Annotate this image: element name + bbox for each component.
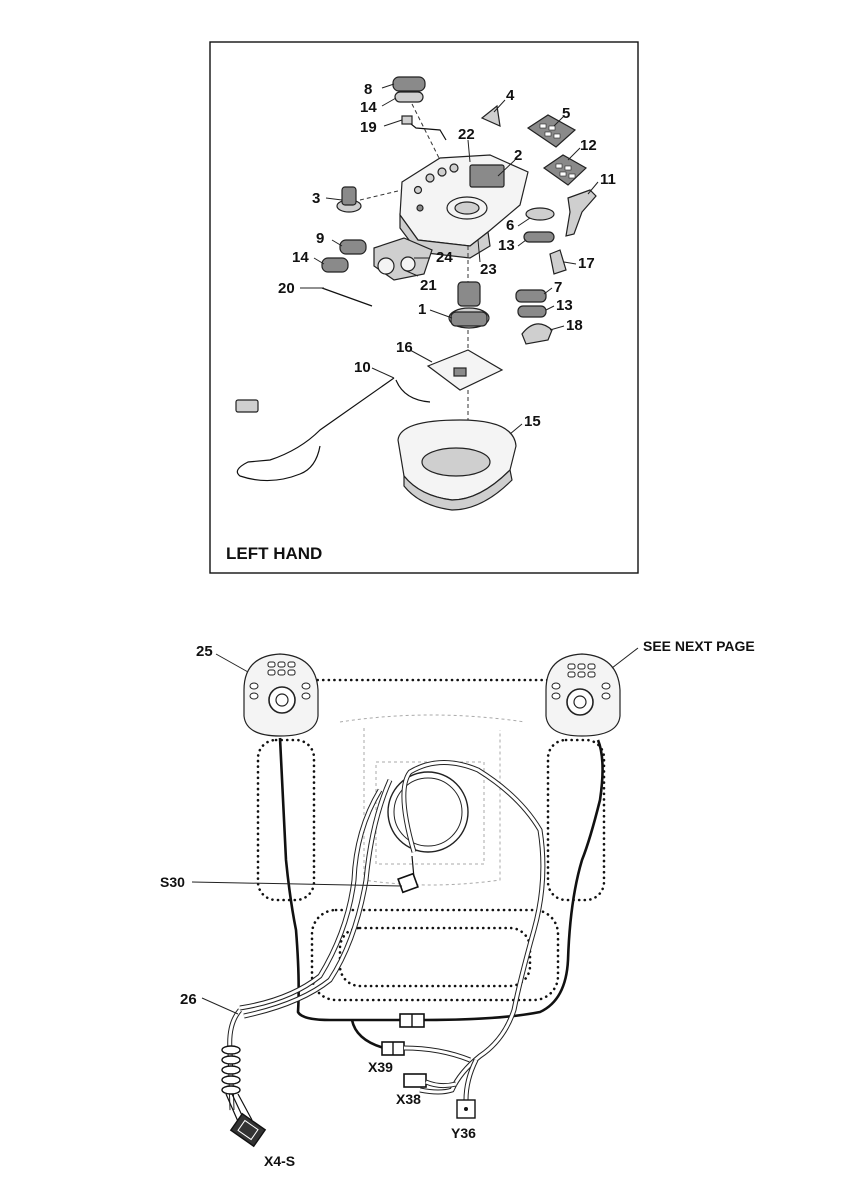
leader-s30 <box>191 881 403 887</box>
x4s-connector <box>229 1112 267 1148</box>
seat-inner-outline <box>338 926 532 988</box>
part-11-bracket <box>565 189 597 237</box>
part-20-harness <box>321 287 373 307</box>
callout-18: 18 <box>566 317 583 334</box>
panel-frame <box>209 41 639 574</box>
seat-ring-inner <box>393 777 463 847</box>
callout-labels: 8 14 19 4 5 22 2 12 11 3 6 13 9 14 24 21… <box>278 81 616 430</box>
x38-label: X38 <box>396 1091 421 1107</box>
x39-label: X39 <box>368 1059 393 1075</box>
x4s-label: X4-S <box>264 1153 295 1169</box>
callout-1: 1 <box>418 301 426 318</box>
left-control-pod <box>243 653 319 737</box>
part-16-circuit-board <box>426 349 504 420</box>
callout-leaders <box>300 83 599 435</box>
callout-15: 15 <box>524 413 541 430</box>
seat-base-outline <box>310 908 560 1002</box>
part-10-plug <box>235 399 259 413</box>
part-12-keypad <box>542 154 588 186</box>
callout-2: 2 <box>514 147 522 164</box>
callout-25: 25 <box>196 643 213 660</box>
x39-branch <box>350 1019 385 1050</box>
callout-14-top: 14 <box>360 99 377 116</box>
part-3-knob <box>336 186 403 213</box>
cable-26 <box>221 1008 253 1127</box>
callout-17: 17 <box>578 255 595 272</box>
part-17-clip <box>549 249 567 275</box>
part-14-grip <box>321 257 349 273</box>
callout-6: 6 <box>506 217 514 234</box>
leader-see-next-page <box>611 647 639 669</box>
callout-9: 9 <box>316 230 324 247</box>
part-21-joystick-mount <box>373 237 433 281</box>
panel-title: LEFT HAND <box>226 544 322 563</box>
right-armrest-outline <box>546 738 606 902</box>
left-armrest-outline <box>256 738 316 902</box>
right-control-pod <box>545 653 621 737</box>
callout-24: 24 <box>436 249 453 266</box>
callout-21: 21 <box>420 277 437 294</box>
left-hand-exploded-view: 8 14 19 4 5 22 2 12 11 3 6 13 9 14 24 21… <box>209 41 639 574</box>
part-13-roller-upper <box>523 231 555 243</box>
y36-label: Y36 <box>451 1125 476 1141</box>
callout-20: 20 <box>278 280 295 297</box>
callout-13-upper: 13 <box>498 237 515 254</box>
callout-7: 7 <box>554 279 562 296</box>
callout-5: 5 <box>562 105 570 122</box>
part-9-switch <box>339 239 367 255</box>
seat-ring-outer <box>387 771 469 853</box>
callout-19: 19 <box>360 119 377 136</box>
callout-14-left: 14 <box>292 249 309 266</box>
s30-label: S30 <box>160 874 185 890</box>
main-harness <box>278 737 404 1022</box>
seat-cable <box>239 759 546 1095</box>
callout-3: 3 <box>312 190 320 207</box>
leader-26 <box>201 997 239 1015</box>
callout-11: 11 <box>600 171 616 188</box>
part-15-lower-housing <box>397 419 517 511</box>
callout-16: 16 <box>396 339 413 356</box>
part-7-switch <box>515 289 547 303</box>
callout-22: 22 <box>458 126 475 143</box>
callout-23: 23 <box>480 261 497 278</box>
leader-25 <box>215 653 249 673</box>
part-18-cover <box>521 323 553 345</box>
callout-12: 12 <box>580 137 597 154</box>
part-1-motor <box>448 246 490 360</box>
part-13-roller-lower <box>517 305 547 318</box>
callout-4: 4 <box>506 87 515 104</box>
s30-sensor <box>397 855 419 894</box>
callout-8: 8 <box>364 81 372 98</box>
part-10-harness <box>236 377 431 482</box>
callout-10: 10 <box>354 359 371 376</box>
callout-26: 26 <box>180 991 197 1008</box>
part-6-roller <box>525 207 555 221</box>
callout-13-lower: 13 <box>556 297 573 314</box>
wiring-overview <box>191 647 639 1148</box>
seat-back-faint <box>339 714 526 886</box>
right-harness <box>423 739 604 1022</box>
see-next-page-label: SEE NEXT PAGE <box>643 638 755 654</box>
part-5-keypad <box>526 114 577 148</box>
x38-connector <box>403 1073 427 1088</box>
part-8-switch <box>392 76 447 161</box>
